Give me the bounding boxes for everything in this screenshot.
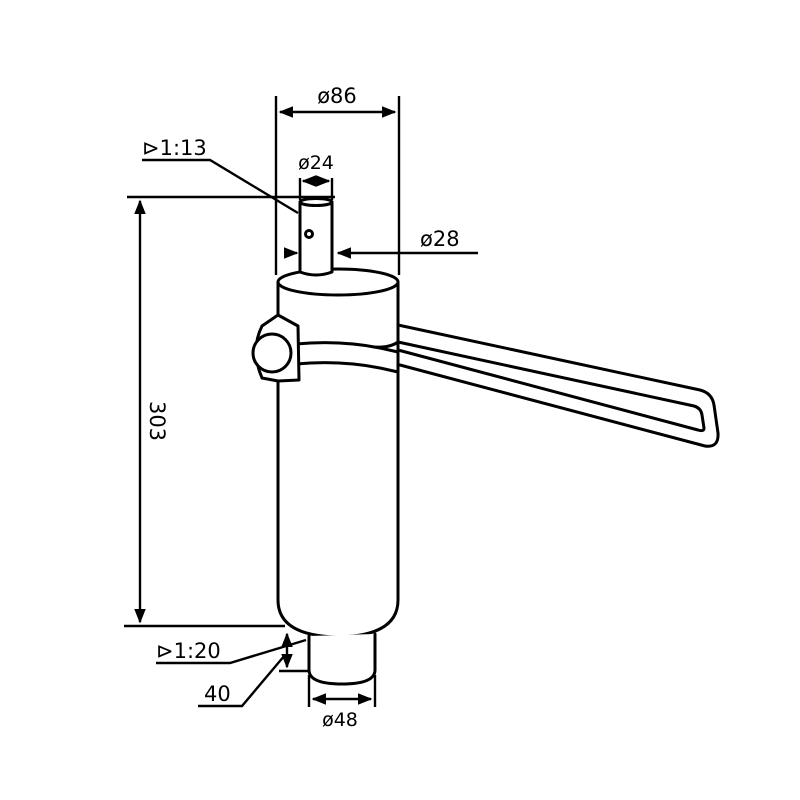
dimension-height: 303 xyxy=(124,195,335,628)
rod-diameter-label: ø28 xyxy=(420,227,460,251)
dimension-outer-diameter: ø86 xyxy=(274,84,401,275)
lever-arm xyxy=(294,323,720,448)
leader-line xyxy=(142,158,299,215)
leader-line xyxy=(156,638,307,665)
lever-outer xyxy=(396,323,720,448)
release-valve xyxy=(251,313,301,383)
piston-rod xyxy=(298,197,334,277)
lever-inner xyxy=(396,340,706,433)
lever-rod xyxy=(294,341,400,374)
cylinder-body xyxy=(276,267,400,639)
dimension-pin-diameter: ø24 xyxy=(298,152,334,200)
dimension-rod-diameter: ø28 xyxy=(284,227,478,259)
outer-diameter-label: ø86 xyxy=(317,84,357,108)
valve-button xyxy=(251,332,293,374)
top-taper-label: ⊳1:13 xyxy=(142,136,207,160)
base-cylinder xyxy=(307,632,377,686)
base-diameter-label: ø48 xyxy=(322,709,358,731)
leader-line xyxy=(198,654,286,708)
height-label: 303 xyxy=(145,401,169,441)
bottom-taper-label: ⊳1:20 xyxy=(156,639,221,663)
dimension-top-taper: ⊳1:13 xyxy=(142,136,299,215)
bottom-length-label: 40 xyxy=(204,682,231,706)
rod-top-face xyxy=(298,197,334,207)
rod-hole xyxy=(304,229,314,239)
dimension-bottom-taper: ⊳1:20 xyxy=(156,638,307,665)
cylinder-top-face xyxy=(276,267,400,297)
dimension-bottom-length: 40 xyxy=(198,632,309,708)
pin-diameter-label: ø24 xyxy=(298,152,334,174)
dimension-base-diameter: ø48 xyxy=(307,675,377,731)
